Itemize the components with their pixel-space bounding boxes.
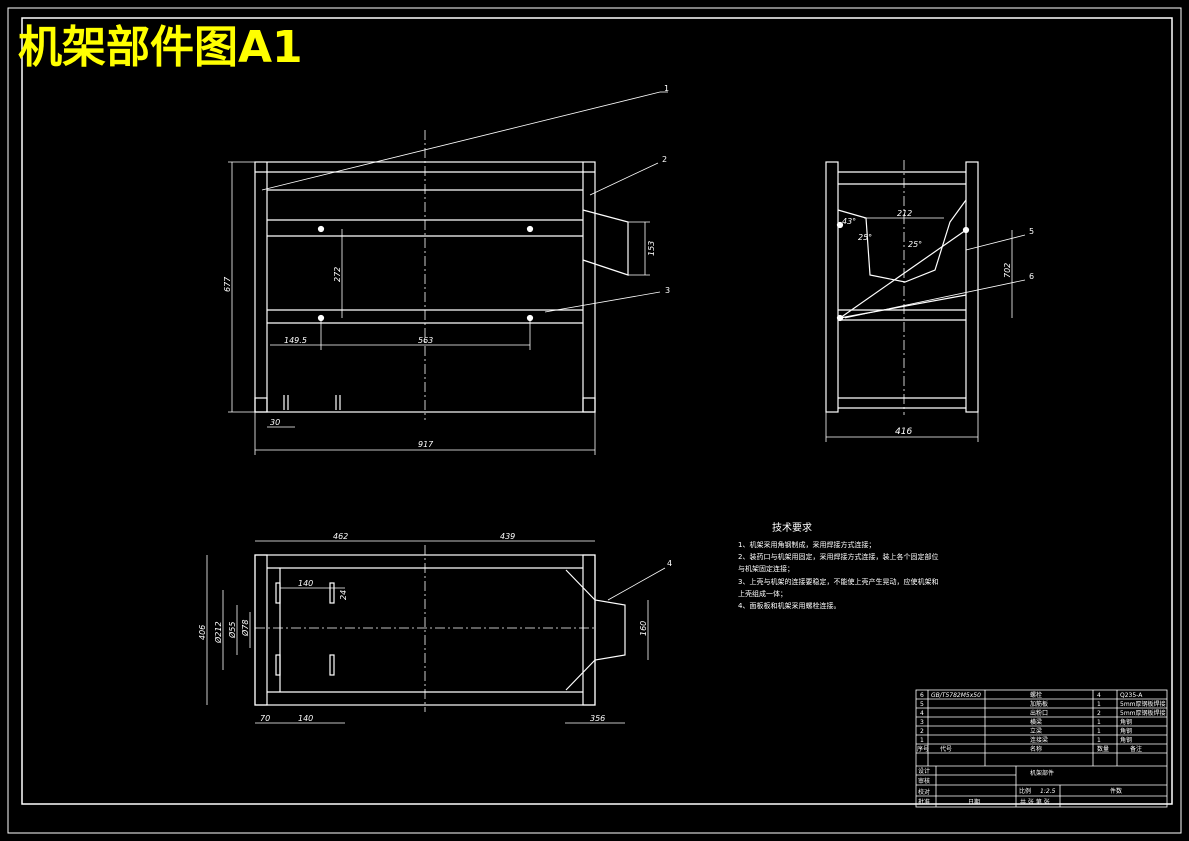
part-qty-5: 1 — [1097, 701, 1101, 708]
dim-24: 24 — [339, 590, 348, 600]
part-mat-2: 角钢 — [1120, 727, 1132, 735]
side-view-labels: 5 6 416 212 702 43° 25° 25° — [842, 209, 1034, 437]
title-role-proof: 校对 — [918, 788, 930, 796]
dim-side-height: 702 — [1003, 263, 1012, 278]
header-material: 备注 — [1130, 745, 1142, 753]
title-role-design: 设计 — [918, 767, 930, 775]
tech-requirements: 技术要求 1、机架采用角钢制成，采用焊接方式连接； 2、装药口与机架用固定，采用… — [738, 521, 938, 610]
title-total-sheets: 共 张 第 张 — [1020, 798, 1050, 806]
part-mat-6: Q235-A — [1120, 692, 1143, 699]
part-name-6: 螺栓 — [1030, 691, 1042, 699]
part-code-6: GB/T5782M5x50 — [931, 692, 981, 699]
part-name-4: 出粉口 — [1030, 709, 1048, 717]
part-name-2: 立梁 — [1030, 727, 1042, 735]
tech-item-5: 上壳组成一体； — [738, 589, 787, 598]
title-scale: 1:2.5 — [1040, 788, 1056, 795]
dim-height: 677 — [223, 276, 232, 292]
title-drawing-name: 机架部件 — [1030, 769, 1054, 777]
part-qty-2: 1 — [1097, 728, 1101, 735]
dim-hole-spacing-h: 563 — [418, 336, 433, 345]
front-view — [228, 91, 668, 455]
dim-angle-a: 43° — [842, 217, 856, 226]
dim-offset: 149.5 — [284, 336, 307, 345]
dim-angle-c: 25° — [908, 240, 922, 249]
dim-140-top: 140 — [298, 579, 313, 588]
part-qty-4: 2 — [1097, 710, 1101, 717]
title-date-label: 日期 — [968, 798, 980, 806]
tech-item-2: 2、装药口与机架用固定，采用焊接方式连接，装上各个固定部位 — [738, 552, 938, 561]
balloon-3: 3 — [665, 286, 670, 295]
tech-item-4: 3、上壳与机架的连接要稳定，不能使上壳产生晃动，应使机架和 — [738, 577, 938, 586]
sheet-title: 机架部件图A1 — [18, 22, 303, 73]
dim-d78: Ø78 — [240, 620, 250, 637]
title-qty-label: 件数 — [1110, 787, 1122, 795]
dim-top-open: 212 — [897, 209, 912, 218]
balloon-6: 6 — [1029, 272, 1034, 281]
top-view — [206, 540, 666, 724]
dim-left-span: 462 — [333, 532, 348, 541]
part-mat-3: 角钢 — [1120, 718, 1132, 726]
balloon-5: 5 — [1029, 227, 1034, 236]
dim-d212: Ø212 — [213, 621, 223, 644]
part-no-5: 5 — [920, 701, 924, 708]
front-view-labels: 1 2 3 677 917 30 272 149.5 563 153 — [223, 84, 670, 449]
part-no-4: 4 — [920, 710, 924, 717]
header-no: 序号 — [917, 745, 929, 753]
dim-leg: 30 — [270, 418, 280, 427]
dim-140-bottom: 140 — [298, 714, 313, 723]
dim-total-width: 917 — [418, 440, 434, 449]
title-role-check: 审核 — [918, 777, 930, 785]
title-scale-label: 比例 — [1019, 787, 1031, 795]
part-qty-6: 4 — [1097, 692, 1101, 699]
side-view — [825, 160, 1026, 442]
header-name: 名称 — [1030, 745, 1042, 753]
dim-70: 70 — [260, 714, 270, 723]
tech-item-6: 4、面板板和机架采用螺栓连接。 — [738, 601, 840, 610]
dim-angle-b: 25° — [858, 233, 872, 242]
dim-width: 406 — [198, 625, 207, 640]
part-mat-4: 5mm厚钢板焊接 — [1120, 709, 1166, 717]
tech-heading: 技术要求 — [772, 521, 812, 534]
part-name-5: 加筋板 — [1030, 700, 1048, 708]
dim-outlet: 160 — [639, 621, 648, 636]
part-name-3: 横梁 — [1030, 718, 1042, 726]
top-view-labels: 4 462 439 406 Ø212 Ø55 Ø78 140 140 70 24… — [198, 532, 672, 723]
part-no-6: 6 — [920, 692, 924, 699]
dim-outlet-len: 356 — [590, 714, 605, 723]
tech-item-1: 1、机架采用角钢制成，采用焊接方式连接； — [738, 540, 875, 549]
balloon-4: 4 — [667, 559, 672, 568]
dim-hole-spacing-v: 272 — [333, 267, 342, 282]
part-mat-1: 角钢 — [1120, 736, 1132, 744]
parts-list-grid — [915, 689, 1168, 808]
dim-right-span: 439 — [500, 532, 515, 541]
part-no-1: 1 — [920, 737, 924, 744]
dim-side-width: 416 — [895, 427, 912, 437]
part-no-3: 3 — [920, 719, 924, 726]
parts-list-text: 6 GB/T5782M5x50 螺栓 4 Q235-A 5 加筋板 1 5mm厚… — [917, 691, 1166, 806]
sheet-border — [7, 7, 1182, 834]
part-qty-3: 1 — [1097, 719, 1101, 726]
part-mat-5: 5mm厚钢板焊接 — [1120, 700, 1166, 708]
header-qty: 数量 — [1097, 745, 1109, 753]
title-role-approve: 批准 — [918, 798, 930, 806]
balloon-1: 1 — [664, 84, 669, 93]
part-qty-1: 1 — [1097, 737, 1101, 744]
part-name-1: 连接梁 — [1030, 736, 1048, 744]
header-code: 代号 — [940, 745, 952, 753]
part-no-2: 2 — [920, 728, 924, 735]
tech-item-3: 与机架固定连接； — [738, 564, 794, 573]
dim-bracket: 153 — [647, 241, 656, 256]
dim-d55: Ø55 — [227, 622, 237, 639]
balloon-2: 2 — [662, 155, 667, 164]
